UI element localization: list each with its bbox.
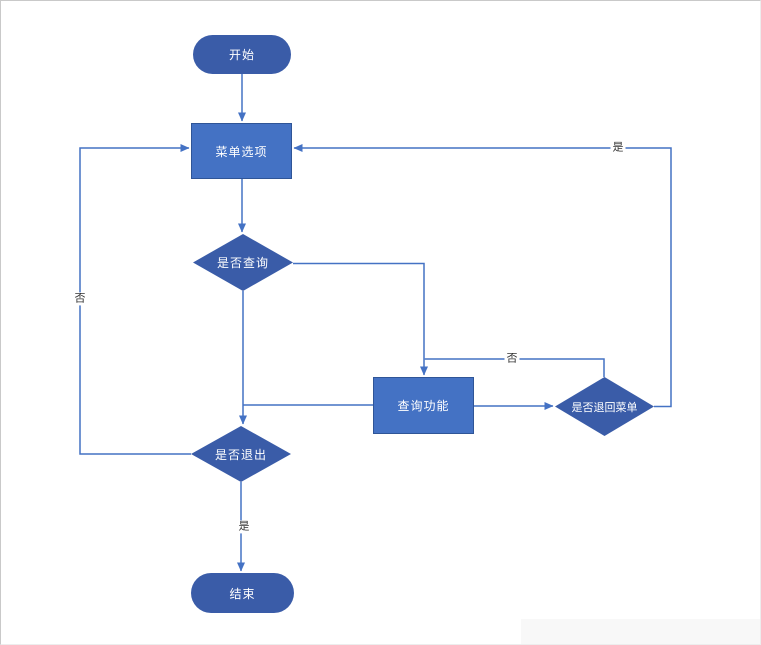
edge-isreturnmenu-yes-back-to-menu (293, 144, 672, 408)
edge-label-return-menu-yes: 是 (610, 141, 626, 155)
end-node: 结束 (191, 573, 294, 613)
menu-options-node: 菜单选项 (191, 123, 292, 179)
query-function-node: 查询功能 (373, 377, 474, 434)
is-exit-label: 是否退出 (214, 447, 267, 462)
edge-label-exit-yes: 是 (236, 520, 252, 534)
start-node: 开始 (193, 35, 291, 74)
bottom-right-shade (521, 619, 760, 644)
query-function-label: 查询功能 (397, 399, 450, 413)
is-return-menu-label: 是否退回菜单 (571, 401, 638, 414)
edge-isquery-to-queryfunction (293, 262, 428, 376)
menu-options-label: 菜单选项 (215, 144, 268, 159)
is-query-label: 是否查询 (216, 256, 269, 270)
edge-isreturnmenu-no-back-to-queryfunction (424, 358, 605, 377)
edge-label-exit-no: 否 (72, 292, 88, 306)
edge-label-return-menu-no: 否 (504, 352, 520, 366)
start-node-label: 开始 (228, 48, 255, 62)
end-node-label: 结束 (229, 586, 256, 601)
edge-isexit-no-back-to-menu (79, 144, 191, 455)
